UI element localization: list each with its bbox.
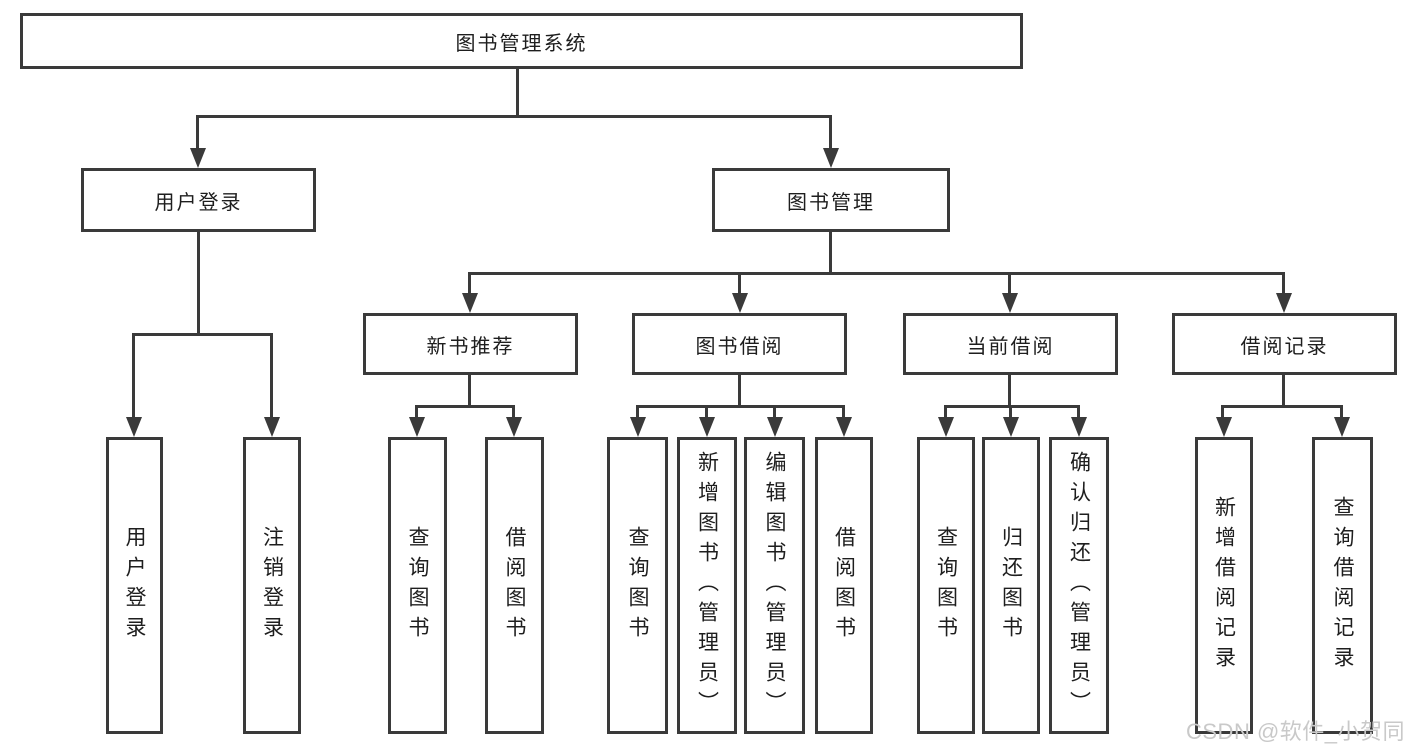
leaf-borrow-books: 借阅图书 [815, 437, 873, 734]
node-new-book-recommend-label: 新书推荐 [426, 335, 515, 358]
node-borrow-records-label: 借阅记录 [1240, 335, 1329, 358]
node-book-borrow-label: 图书借阅 [695, 335, 784, 358]
connector-book-management-stem [829, 232, 832, 274]
connector-drop-leaf [512, 405, 515, 419]
leaf-edit-books-admin: 编辑图书（管理员） [744, 437, 805, 734]
arrow-down-icon [767, 417, 783, 437]
leaf-user-login-label: 用户登录 [123, 525, 146, 646]
arrow-down-icon [190, 148, 206, 168]
connector-records-rail [1221, 405, 1343, 408]
arrow-down-icon [264, 417, 280, 437]
node-borrow-records: 借阅记录 [1172, 313, 1397, 375]
node-current-borrow: 当前借阅 [903, 313, 1118, 375]
connector-user-login-rail [132, 333, 273, 336]
leaf-borrow-books-recommend-label: 借阅图书 [503, 525, 526, 646]
node-book-management-label: 图书管理 [787, 191, 875, 214]
arrow-down-icon [699, 417, 715, 437]
arrow-down-icon [938, 417, 954, 437]
node-new-book-recommend: 新书推荐 [363, 313, 578, 375]
arrow-down-icon [126, 417, 142, 437]
leaf-add-books-admin-label: 新增图书（管理员） [695, 450, 719, 721]
node-root-label: 图书管理系统 [455, 32, 588, 55]
connector-records-stem [1282, 375, 1285, 407]
leaf-borrow-books-recommend: 借阅图书 [485, 437, 544, 734]
leaf-query-books-borrow: 查询图书 [607, 437, 668, 734]
connector-borrow-rail [636, 405, 845, 408]
arrow-down-icon [1002, 293, 1018, 313]
leaf-edit-books-admin-label: 编辑图书（管理员） [763, 450, 786, 721]
arrow-down-icon [409, 417, 425, 437]
connector-drop-book-management [829, 115, 832, 150]
connector-drop-leaf [705, 405, 708, 419]
connector-drop-leaf [132, 333, 135, 419]
leaf-query-books-recommend: 查询图书 [388, 437, 447, 734]
connector-drop-leaf [1340, 405, 1343, 419]
leaf-query-books-current-label: 查询图书 [934, 525, 958, 646]
connector-drop-leaf [415, 405, 418, 419]
leaf-confirm-return-admin: 确认归还（管理员） [1049, 437, 1109, 734]
leaf-query-borrow-record: 查询借阅记录 [1312, 437, 1373, 734]
node-current-borrow-label: 当前借阅 [966, 335, 1055, 358]
node-root: 图书管理系统 [20, 13, 1023, 69]
arrow-down-icon [506, 417, 522, 437]
arrow-down-icon [1276, 293, 1292, 313]
leaf-query-books-borrow-label: 查询图书 [626, 525, 649, 646]
leaf-add-borrow-record: 新增借阅记录 [1195, 437, 1253, 734]
leaf-add-borrow-record-label: 新增借阅记录 [1212, 495, 1236, 676]
connector-recommend-stem [468, 375, 471, 407]
leaf-query-books-current: 查询图书 [917, 437, 975, 734]
connector-drop-leaf [944, 405, 947, 419]
leaf-query-borrow-record-label: 查询借阅记录 [1331, 495, 1354, 676]
connector-current-rail [944, 405, 1080, 408]
leaf-confirm-return-admin-label: 确认归还（管理员） [1067, 450, 1091, 721]
connector-drop-leaf [842, 405, 845, 419]
node-book-management: 图书管理 [712, 168, 950, 232]
connector-borrow-stem [738, 375, 741, 407]
leaf-borrow-books-label: 借阅图书 [832, 525, 856, 646]
connector-current-stem [1008, 375, 1011, 407]
connector-user-login-stem [197, 232, 200, 335]
node-user-login-label: 用户登录 [154, 191, 243, 214]
leaf-return-books: 归还图书 [982, 437, 1040, 734]
connector-drop-level3 [1008, 272, 1011, 295]
node-book-borrow: 图书借阅 [632, 313, 847, 375]
arrow-down-icon [1071, 417, 1087, 437]
connector-root-stem [516, 68, 519, 117]
arrow-down-icon [732, 293, 748, 313]
arrow-down-icon [836, 417, 852, 437]
connector-drop-level3 [738, 272, 741, 295]
arrow-down-icon [1003, 417, 1019, 437]
connector-level3-rail [468, 272, 1285, 275]
csdn-watermark: CSDN @软件_小贺同学 [1186, 719, 1405, 744]
connector-drop-leaf [773, 405, 776, 419]
connector-level2-rail [196, 115, 832, 118]
arrow-down-icon [823, 148, 839, 168]
connector-drop-leaf [1077, 405, 1080, 419]
leaf-add-books-admin: 新增图书（管理员） [677, 437, 737, 734]
connector-drop-level3 [468, 272, 471, 295]
arrow-down-icon [1216, 417, 1232, 437]
leaf-return-books-label: 归还图书 [999, 525, 1023, 646]
connector-drop-leaf [1009, 405, 1012, 419]
arrow-down-icon [630, 417, 646, 437]
leaf-user-login: 用户登录 [106, 437, 163, 734]
connector-drop-leaf [270, 333, 273, 419]
leaf-query-books-recommend-label: 查询图书 [406, 525, 429, 646]
connector-drop-leaf [1221, 405, 1224, 419]
connector-recommend-rail [415, 405, 515, 408]
arrow-down-icon [462, 293, 478, 313]
node-user-login: 用户登录 [81, 168, 316, 232]
leaf-logout-label: 注销登录 [260, 525, 284, 646]
arrow-down-icon [1334, 417, 1350, 437]
leaf-logout: 注销登录 [243, 437, 301, 734]
connector-drop-level3 [1282, 272, 1285, 295]
connector-drop-user-login [196, 115, 199, 150]
connector-drop-leaf [636, 405, 639, 419]
